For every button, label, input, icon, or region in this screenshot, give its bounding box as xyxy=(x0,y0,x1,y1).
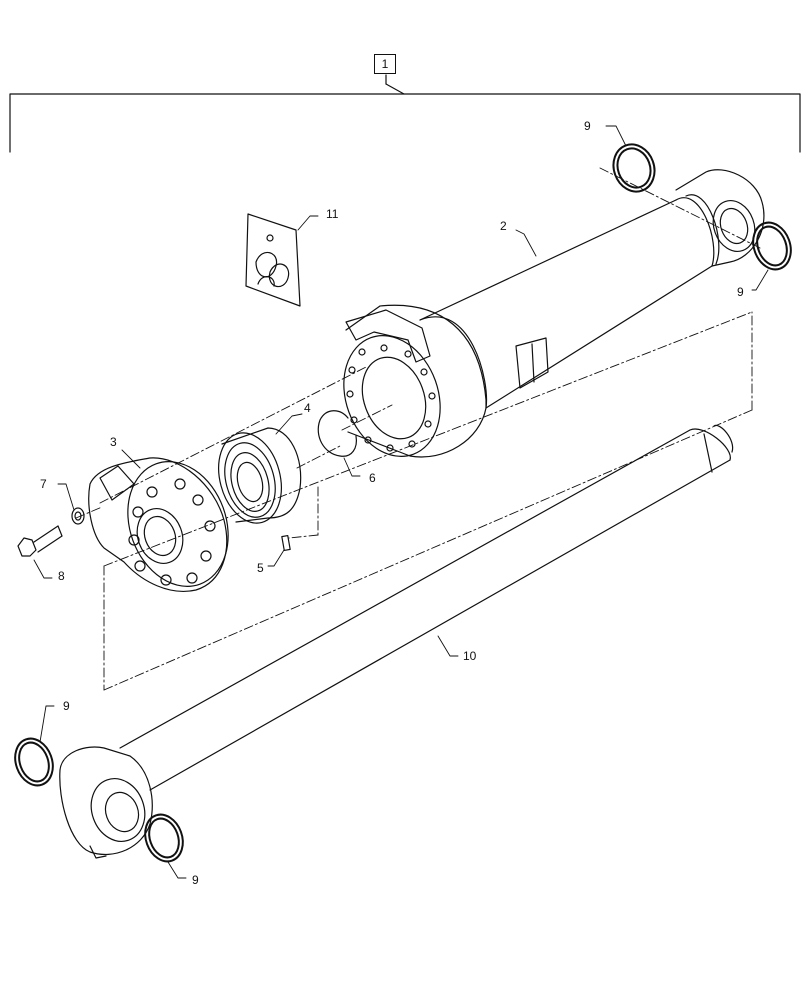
retaining-ring xyxy=(317,410,357,457)
piston xyxy=(218,427,302,524)
callout-8: 8 xyxy=(58,569,65,583)
callout-9-top-right: 9 xyxy=(737,285,744,299)
piston-rod xyxy=(59,424,734,859)
label-leaders xyxy=(33,125,769,879)
callout-7: 7 xyxy=(40,477,47,491)
bolt xyxy=(17,525,63,557)
callout-6: 6 xyxy=(369,471,376,485)
washer xyxy=(71,507,85,525)
callout-1-box: 1 xyxy=(374,54,396,74)
pin xyxy=(281,534,291,552)
seal-kit-bag xyxy=(245,213,301,307)
dash-dot-leaders xyxy=(75,167,761,691)
assembly-bracket xyxy=(9,74,801,153)
callout-2: 2 xyxy=(500,219,507,233)
callout-11: 11 xyxy=(326,207,339,221)
callout-9-top-left: 9 xyxy=(584,119,591,133)
callout-5: 5 xyxy=(257,561,264,575)
callout-4: 4 xyxy=(304,401,311,415)
callout-10: 10 xyxy=(463,649,477,663)
seal-rings xyxy=(14,143,792,863)
callout-9-bottom-right: 9 xyxy=(192,873,199,887)
callout-1-label: 1 xyxy=(381,57,389,71)
callout-labels: 2 3 4 5 6 7 8 9 9 9 9 10 11 xyxy=(40,119,744,887)
cylinder-barrel xyxy=(343,169,765,458)
gland xyxy=(88,457,229,592)
callout-3: 3 xyxy=(110,435,117,449)
callout-9-bottom-left: 9 xyxy=(63,699,70,713)
